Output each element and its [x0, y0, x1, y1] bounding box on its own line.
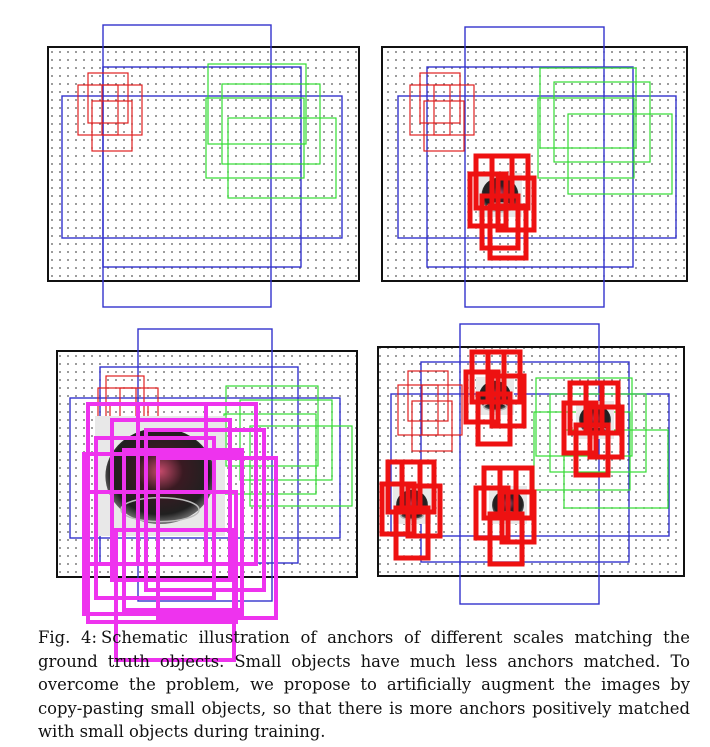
tl-red-0 [87, 72, 129, 124]
tl-red-2 [101, 84, 143, 136]
bl-magenta-9 [82, 452, 244, 616]
br-match-3-4 [393, 505, 431, 561]
bl-magenta-6 [156, 456, 278, 620]
bl-image-frame [56, 350, 358, 578]
br-green-0 [535, 377, 633, 457]
tr-red-2 [433, 84, 475, 136]
tr-blue-wide [397, 95, 677, 239]
br-red-1 [397, 384, 439, 436]
tl-image-frame [47, 46, 360, 282]
tr-red-1 [409, 84, 451, 136]
br-red-2 [421, 384, 463, 436]
caption-text: Schematic illustration of anchors of dif… [38, 628, 690, 742]
tr-image-frame [381, 46, 688, 282]
tr-red-0 [419, 72, 461, 124]
br-image-frame [377, 346, 685, 577]
tl-red-3 [91, 100, 133, 152]
tr-blue-tall [464, 26, 605, 308]
figure-label: Fig. 4: [38, 628, 97, 647]
tr-blue-mid [426, 66, 634, 268]
tr-green-1 [553, 81, 651, 163]
tl-blue-wide [61, 95, 343, 239]
br-match-2-4 [573, 422, 611, 478]
tr-match-5 [487, 203, 529, 261]
figure-canvas [47, 24, 688, 662]
figure-caption: Fig. 4:Schematic illustration of anchors… [38, 626, 690, 744]
tl-red-1 [77, 84, 119, 136]
br-match-3-3 [405, 483, 443, 539]
br-red-0 [407, 370, 449, 422]
tr-green-2 [537, 97, 635, 179]
br-green-1 [549, 393, 647, 473]
bl-green-1 [239, 399, 333, 481]
tr-green-3 [567, 113, 673, 195]
br-match-2-2 [561, 400, 599, 456]
bl-magenta-8 [114, 528, 236, 662]
bl-magenta-2 [110, 418, 232, 582]
tl-green-2 [205, 97, 305, 179]
tr-match-4 [479, 193, 521, 251]
tl-green-3 [227, 117, 337, 199]
bl-magenta-3 [144, 428, 266, 592]
bl-magenta-4 [94, 436, 216, 600]
br-match-4-3 [499, 489, 537, 545]
br-match-1-4 [475, 391, 513, 447]
tr-green-0 [539, 67, 637, 149]
br-match-1-2 [463, 369, 501, 425]
tl-green-0 [207, 63, 307, 145]
br-blue-wide [390, 393, 670, 537]
anchor-figure [47, 24, 688, 662]
tr-red-3 [423, 100, 465, 152]
bl-magenta-1 [136, 402, 258, 566]
tl-blue-mid [102, 66, 302, 268]
bl-green-3 [249, 425, 353, 507]
br-red-3 [411, 400, 453, 452]
br-match-4-4 [487, 511, 525, 567]
tl-green-1 [221, 83, 321, 165]
br-blue-tall [459, 323, 600, 605]
